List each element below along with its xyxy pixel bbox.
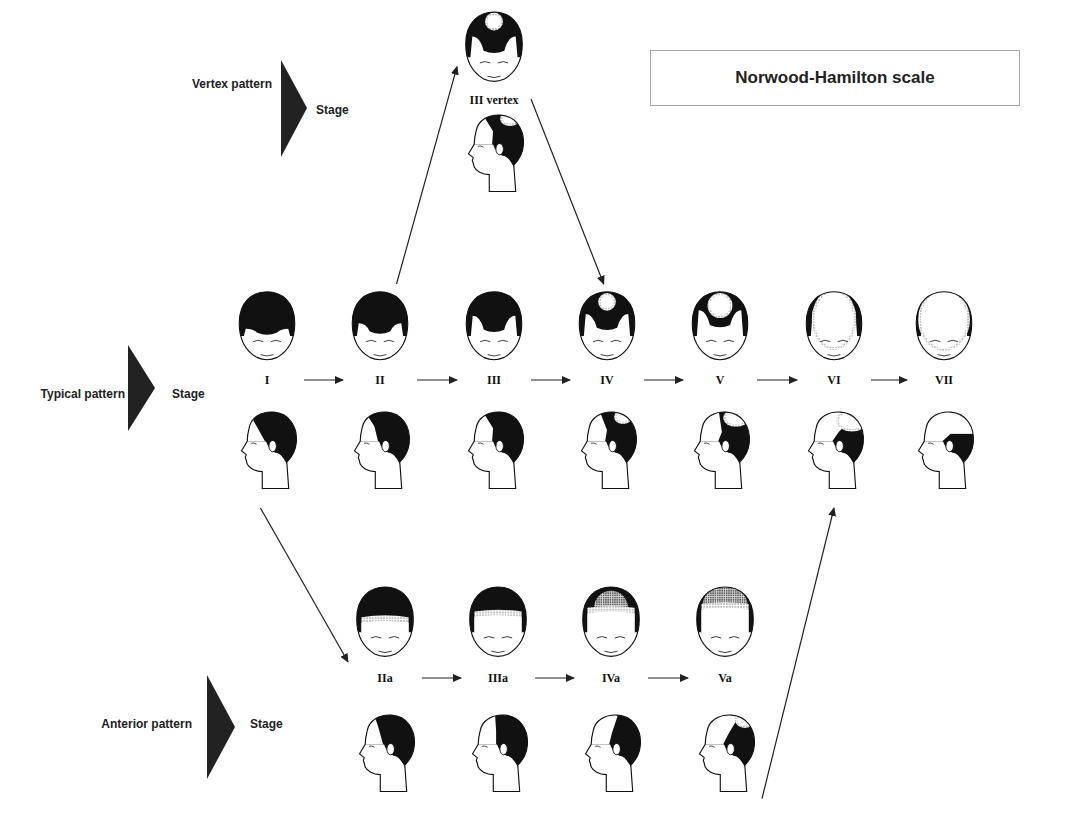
stage-label: Stage: [316, 103, 349, 117]
pattern-label: Typical pattern: [41, 387, 125, 401]
progression-arrow: [422, 677, 461, 678]
progression-arrow: [397, 67, 458, 284]
stage-number: I: [214, 372, 320, 388]
stage-figure: IIIa: [465, 582, 531, 810]
stage-figure: VII: [911, 288, 977, 504]
progression-arrow: [535, 677, 574, 678]
progression-arrow: [304, 379, 343, 380]
side-view-head: [461, 392, 527, 504]
top-view-head: [234, 288, 300, 362]
row-chevron: [128, 345, 155, 431]
top-view-head: [574, 288, 640, 362]
row-chevron: [281, 60, 307, 157]
side-view-head: [574, 392, 640, 504]
progression-arrow: [260, 508, 348, 662]
progression-arrow: [871, 379, 907, 380]
side-view-head: [692, 692, 758, 810]
stage-label: Stage: [250, 717, 283, 731]
side-view-head: [801, 392, 867, 504]
stage-number: III vertex: [441, 92, 547, 108]
top-view-head: [461, 4, 527, 88]
pattern-label: Vertex pattern: [192, 77, 272, 91]
progression-arrow: [762, 508, 834, 799]
top-view-head: [465, 582, 531, 660]
top-view-head: [801, 288, 867, 362]
title-box: Norwood-Hamilton scale: [650, 50, 1020, 106]
top-view-head: [461, 288, 527, 362]
stage-number: VII: [891, 372, 997, 388]
title-text: Norwood-Hamilton scale: [735, 68, 934, 88]
top-view-head: [578, 582, 644, 660]
stage-number: IIIa: [445, 670, 551, 686]
side-view-head: [461, 108, 527, 194]
top-view-head: [347, 288, 413, 362]
stage-number: Va: [672, 670, 778, 686]
stage-figure: IV: [574, 288, 640, 504]
stage-number: III: [441, 372, 547, 388]
side-view-head: [234, 392, 300, 504]
stage-number: IVa: [558, 670, 664, 686]
stage-number: IIa: [332, 670, 438, 686]
progression-arrow: [757, 379, 797, 380]
stage-figure: IVa: [578, 582, 644, 810]
side-view-head: [465, 692, 531, 810]
stage-figure: V: [687, 288, 753, 504]
stage-number: II: [327, 372, 433, 388]
side-view-head: [911, 392, 977, 504]
top-view-head: [687, 288, 753, 362]
pattern-label: Anterior pattern: [101, 717, 192, 731]
stage-figure: II: [347, 288, 413, 504]
progression-arrow: [531, 379, 570, 380]
top-view-head: [352, 582, 418, 660]
stage-number: V: [667, 372, 773, 388]
progression-arrow: [417, 379, 457, 380]
top-view-head: [692, 582, 758, 660]
side-view-head: [347, 392, 413, 504]
stage-figure: Va: [692, 582, 758, 810]
side-view-head: [352, 692, 418, 810]
progression-arrow: [531, 99, 604, 284]
stage-label: Stage: [172, 387, 205, 401]
stage-figure: III vertex: [461, 4, 527, 194]
stage-figure: III: [461, 288, 527, 504]
top-view-head: [911, 288, 977, 362]
progression-arrow: [648, 677, 688, 678]
stage-number: IV: [554, 372, 660, 388]
stage-number: VI: [781, 372, 887, 388]
side-view-head: [687, 392, 753, 504]
row-chevron: [207, 675, 235, 779]
stage-figure: VI: [801, 288, 867, 504]
stage-figure: I: [234, 288, 300, 504]
stage-figure: IIa: [352, 582, 418, 810]
side-view-head: [578, 692, 644, 810]
progression-arrow: [644, 379, 683, 380]
